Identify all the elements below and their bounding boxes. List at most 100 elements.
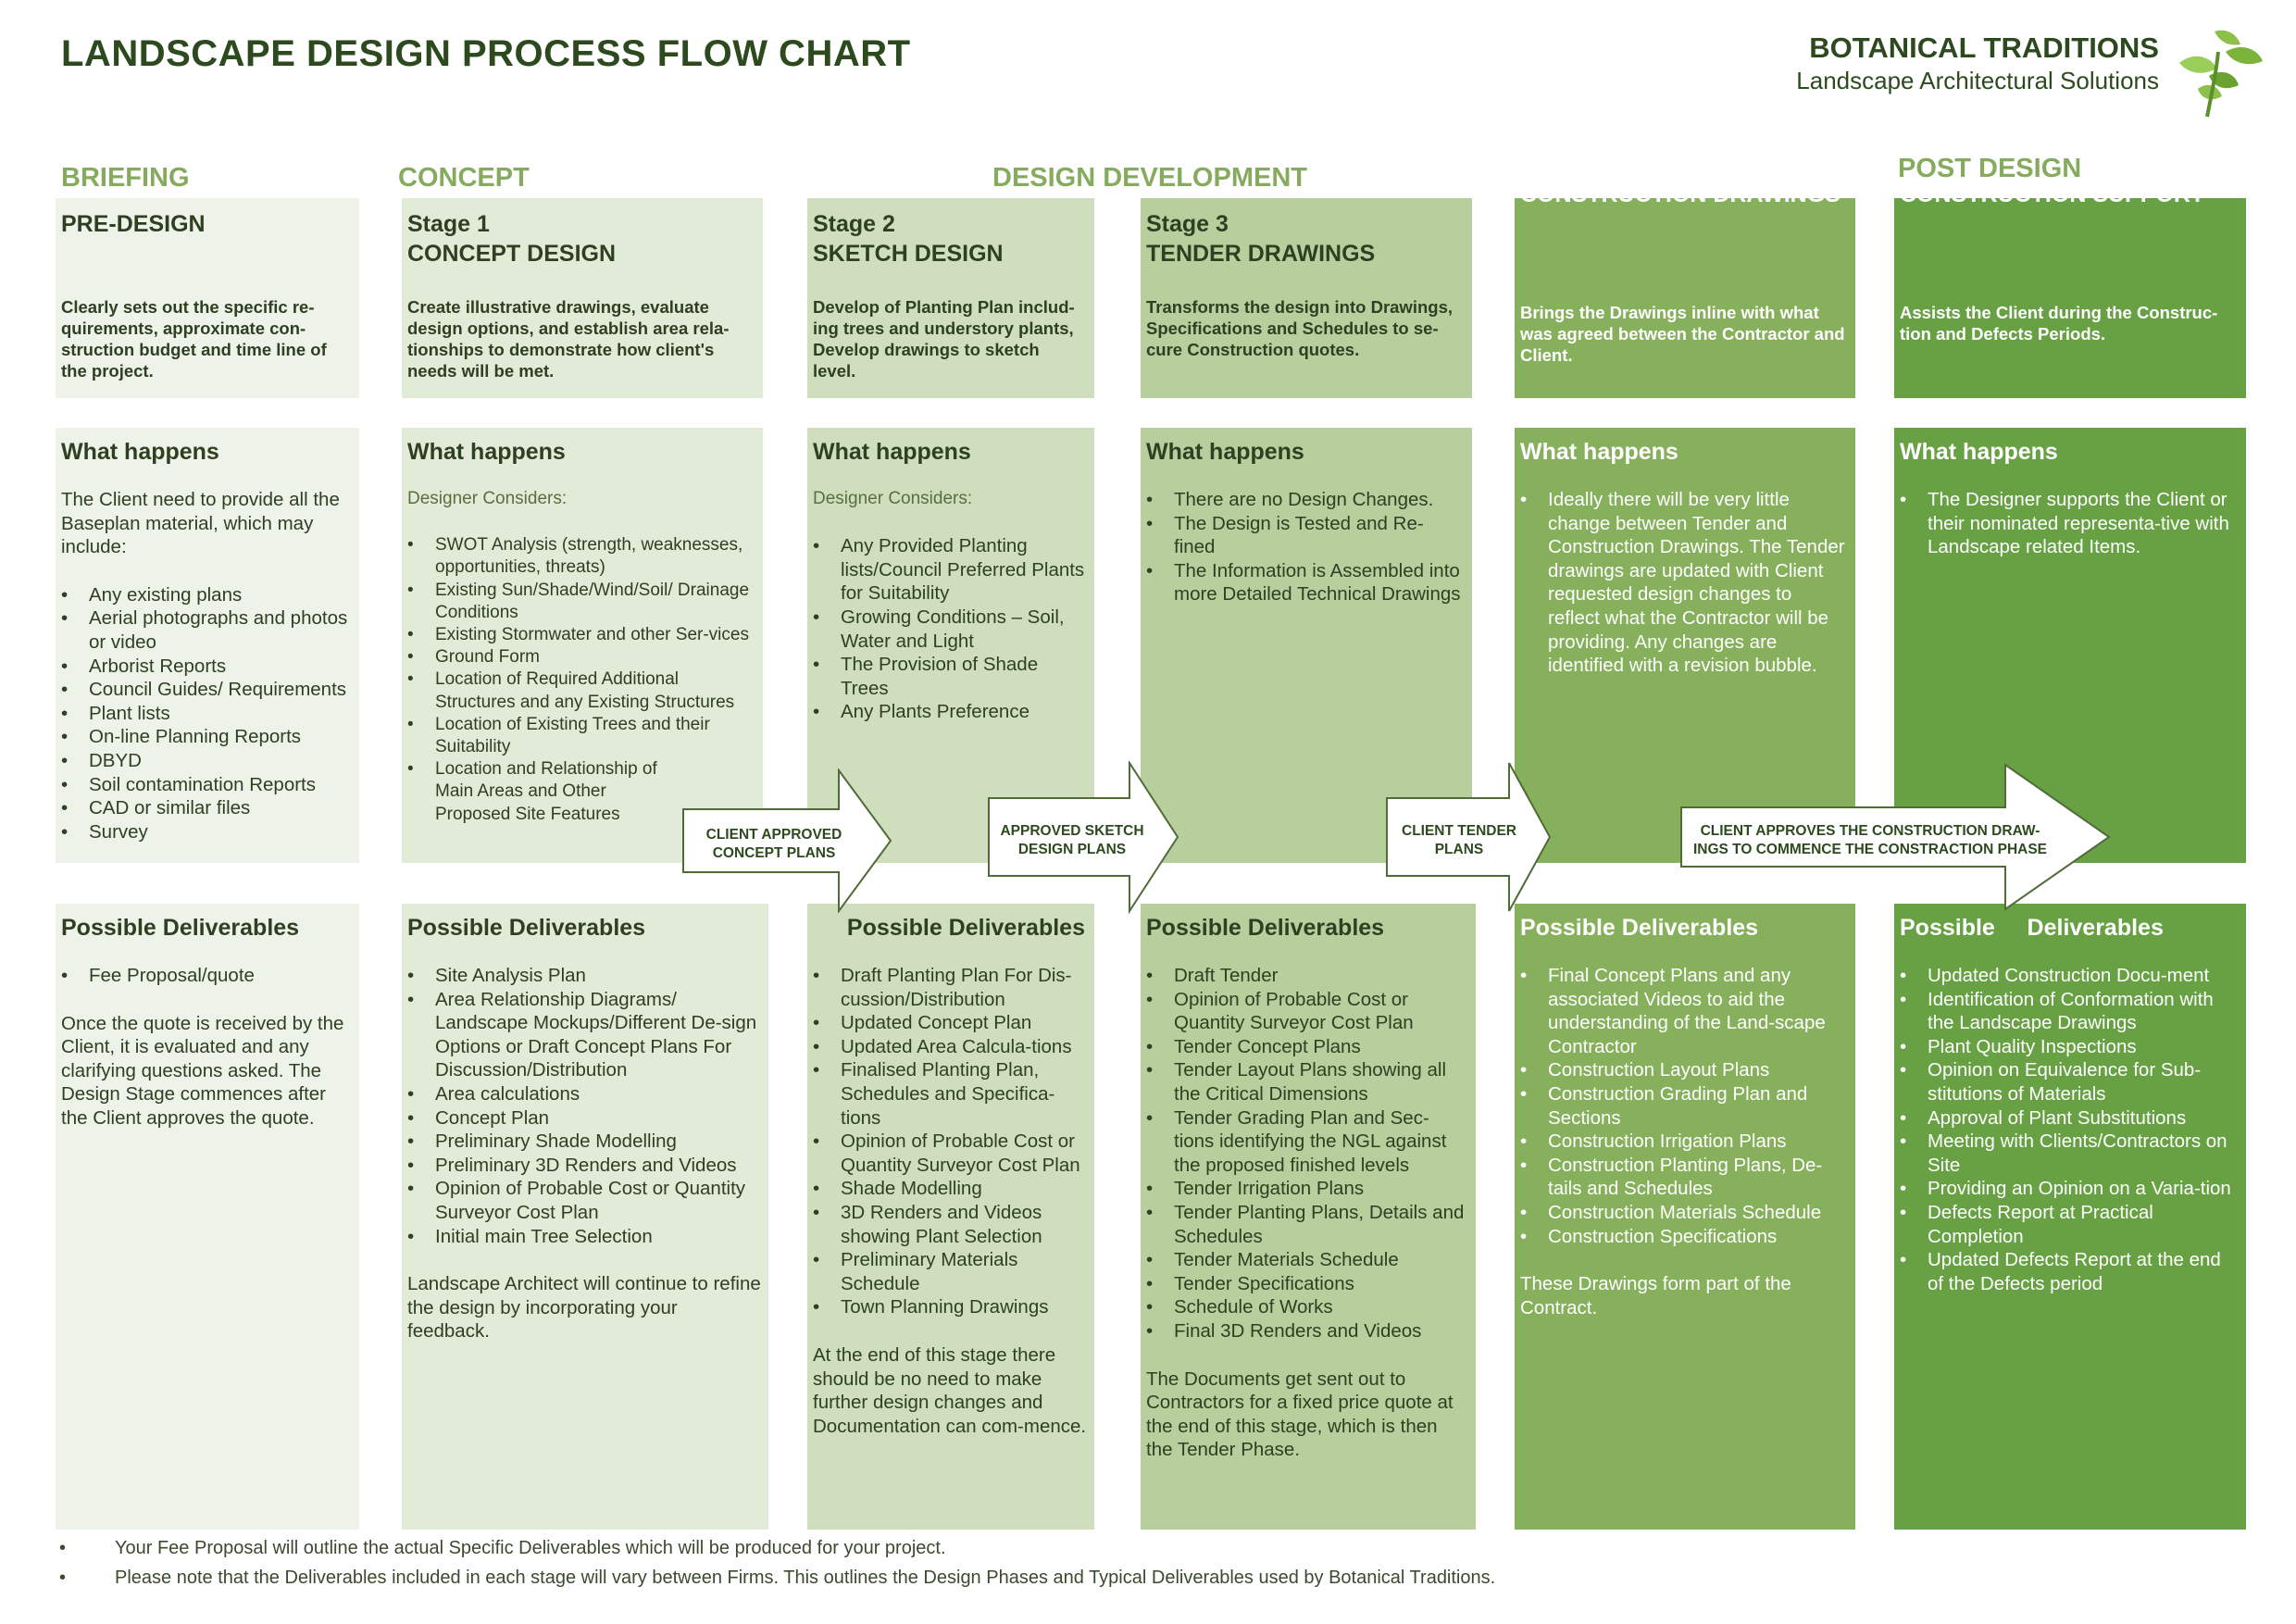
- list-item: Updated Area Calcula-tions: [813, 1035, 1087, 1059]
- footnotes: Your Fee Proposal will outline the actua…: [56, 1533, 1495, 1593]
- list-item: Finalised Planting Plan, Schedules and S…: [813, 1058, 1087, 1130]
- list-item: DBYD: [61, 749, 352, 773]
- arrow-approved-sketch-design-plans: APPROVED SKETCH DESIGN PLANS: [988, 761, 1179, 915]
- phase-label-post-design: POST DESIGN: [1898, 154, 2082, 183]
- list-item: Area Relationship Diagrams/ Landscape Mo…: [407, 988, 761, 1082]
- list-item: Tender Planting Plans, Details and Sched…: [1146, 1201, 1468, 1248]
- stage-name: SKETCH DESIGN: [813, 241, 1004, 267]
- arrow-label-line: APPROVED SKETCH: [1000, 823, 1143, 839]
- stage-number: Stage 2: [813, 211, 895, 237]
- list-item: Preliminary Materials Schedule: [813, 1248, 1087, 1295]
- list-item: Opinion of Probable Cost or Quantity Sur…: [407, 1177, 761, 1224]
- stage-name: PRE-DESIGN: [61, 211, 206, 237]
- list-item: Preliminary 3D Renders and Videos: [407, 1154, 761, 1178]
- list-item: Location of Required Additional Structur…: [407, 668, 755, 713]
- stage-description: Create illustrative drawings, evaluate d…: [407, 297, 730, 381]
- stage-card-construction-support: CONSTRUCTION SUPPORT Assists the Client …: [1894, 198, 2246, 398]
- deliverables-list: Draft Tender Opinion of Probable Cost or…: [1146, 964, 1468, 1343]
- section-heading: Possible Deliverables: [61, 915, 300, 941]
- list-item: Updated Construction Docu-ment: [1900, 964, 2239, 988]
- list-item: Survey: [61, 820, 352, 844]
- list-item: Location and Relationship of Main Areas …: [407, 758, 667, 826]
- list-item: The Designer supports the Client or thei…: [1900, 488, 2239, 559]
- deliverables-pre-design: Possible Deliverables Fee Proposal/quote…: [56, 904, 359, 1530]
- stage-name: CONSTRUCTION DRAWINGS: [1520, 198, 1848, 209]
- list-item: Identification of Conformation with the …: [1900, 988, 2239, 1035]
- what-happens-construction-support: What happens The Designer supports the C…: [1894, 428, 2246, 863]
- deliverables-tender-drawings: Possible Deliverables Draft Tender Opini…: [1141, 904, 1476, 1530]
- list-item: Location of Existing Trees and their Sui…: [407, 714, 755, 758]
- list-item: Opinion of Probable Cost or Quantity Sur…: [813, 1130, 1087, 1177]
- list-item: Aerial photographs and photos or video: [61, 606, 352, 654]
- list-item: Ideally there will be very little change…: [1520, 488, 1848, 678]
- list-item: Any Provided Planting lists/Council Pref…: [813, 534, 1087, 606]
- list-item: Meeting with Clients/Contractors on Site: [1900, 1130, 2239, 1177]
- what-happens-list: There are no Design Changes. The Design …: [1146, 488, 1465, 606]
- list-item: Council Guides/ Requirements: [61, 678, 352, 702]
- list-item: Tender Materials Schedule: [1146, 1248, 1468, 1272]
- section-note: At the end of this stage there should be…: [813, 1343, 1087, 1437]
- what-happens-list: Any existing plans Aerial photographs an…: [61, 583, 352, 844]
- list-item: Construction Materials Schedule: [1520, 1201, 1848, 1225]
- deliverables-construction-drawings: Possible Deliverables Final Concept Plan…: [1515, 904, 1855, 1530]
- arrow-label-line: CLIENT APPROVES THE CONSTRUCTION DRAW-: [1701, 823, 2040, 839]
- arrow-client-approved-concept-plans: CLIENT APPROVED CONCEPT PLANS: [682, 768, 892, 913]
- arrow-client-tender-plans: CLIENT TENDER PLANS: [1386, 762, 1552, 912]
- list-item: Soil contamination Reports: [61, 773, 352, 797]
- footnote-item: Please note that the Deliverables includ…: [56, 1563, 1495, 1593]
- deliverables-list: Final Concept Plans and any associated V…: [1520, 964, 1848, 1248]
- list-item: Tender Irrigation Plans: [1146, 1177, 1468, 1201]
- phase-label-briefing: BRIEFING: [61, 163, 190, 193]
- phase-label-concept: CONCEPT: [398, 163, 530, 193]
- arrow-label-line: CONCEPT PLANS: [713, 845, 836, 861]
- stage-number: Stage 1: [407, 211, 490, 237]
- section-heading: What happens: [407, 439, 566, 465]
- list-item: SWOT Analysis (strength, weaknesses, opp…: [407, 534, 755, 579]
- list-item: There are no Design Changes.: [1146, 488, 1465, 512]
- section-heading: What happens: [813, 439, 971, 465]
- stage-card-construction-drawings: CONSTRUCTION DRAWINGS Brings the Drawing…: [1515, 198, 1855, 398]
- list-item: Construction Specifications: [1520, 1225, 1848, 1249]
- arrow-client-approves-construction-drawings: CLIENT APPROVES THE CONSTRUCTION DRAW- I…: [1680, 763, 2111, 911]
- list-item: Any existing plans: [61, 583, 352, 607]
- what-happens-list: Any Provided Planting lists/Council Pref…: [813, 534, 1087, 724]
- what-happens-construction-drawings: What happens Ideally there will be very …: [1515, 428, 1855, 863]
- stage-number: Stage 3: [1146, 211, 1229, 237]
- list-item: Concept Plan: [407, 1106, 761, 1131]
- stage-description: Assists the Client during the Construc-t…: [1900, 303, 2218, 344]
- stage-name: TENDER DRAWINGS: [1146, 241, 1376, 267]
- list-item: Fee Proposal/quote: [61, 964, 352, 988]
- list-item: Tender Specifications: [1146, 1272, 1468, 1296]
- list-item: The Information is Assembled into more D…: [1146, 559, 1465, 606]
- section-heading: What happens: [1146, 439, 1304, 465]
- deliverables-list: Site Analysis Plan Area Relationship Dia…: [407, 964, 761, 1248]
- section-intro: The Client need to provide all the Basep…: [61, 489, 340, 558]
- list-item: Tender Concept Plans: [1146, 1035, 1468, 1059]
- stage-description: Develop of Planting Plan includ-ing tree…: [813, 297, 1075, 381]
- section-heading: Possible Deliverables: [1520, 915, 1759, 941]
- brand-name: BOTANICAL TRADITIONS: [1809, 31, 2159, 64]
- list-item: Any Plants Preference: [813, 700, 1087, 724]
- arrow-label-line: DESIGN PLANS: [1018, 842, 1126, 857]
- section-heading: Possible Deliverables: [1146, 915, 1385, 941]
- what-happens-list: SWOT Analysis (strength, weaknesses, opp…: [407, 534, 755, 826]
- section-subheading: Designer Considers:: [407, 489, 568, 508]
- deliverables-sketch-design: Possible Deliverables Draft Planting Pla…: [807, 904, 1094, 1530]
- arrow-label-line: INGS TO COMMENCE THE CONSTRACTION PHASE: [1693, 842, 2047, 857]
- section-heading: What happens: [61, 439, 219, 465]
- stage-description: Transforms the design into Drawings, Spe…: [1146, 297, 1453, 359]
- arrow-label-line: PLANS: [1435, 842, 1484, 857]
- what-happens-list: Ideally there will be very little change…: [1520, 488, 1848, 678]
- list-item: Final Concept Plans and any associated V…: [1520, 964, 1848, 1058]
- list-item: Tender Grading Plan and Sec-tions identi…: [1146, 1106, 1468, 1178]
- section-note: Once the quote is received by the Client…: [61, 1012, 344, 1129]
- list-item: Area calculations: [407, 1082, 761, 1106]
- list-item: CAD or similar files: [61, 796, 352, 820]
- list-item: Updated Defects Report at the end of the…: [1900, 1248, 2239, 1295]
- arrow-label-line: CLIENT TENDER: [1402, 823, 1516, 839]
- deliverables-list: Fee Proposal/quote: [61, 964, 352, 988]
- list-item: Arborist Reports: [61, 655, 352, 679]
- list-item: Growing Conditions – Soil, Water and Lig…: [813, 606, 1087, 653]
- section-note: The Documents get sent out to Contractor…: [1146, 1368, 1454, 1461]
- footnote-item: Your Fee Proposal will outline the actua…: [56, 1533, 1495, 1563]
